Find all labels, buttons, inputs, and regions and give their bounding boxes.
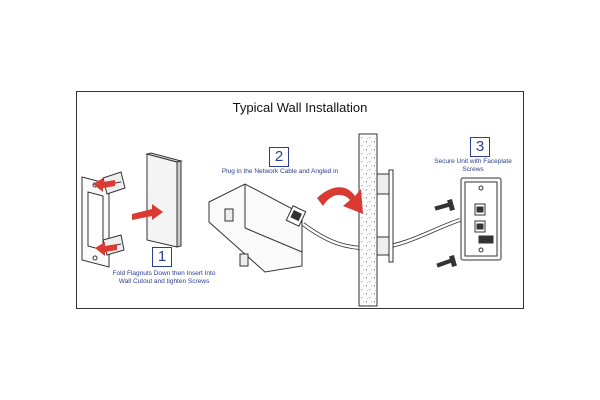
step1-illustration — [81, 152, 183, 268]
step-1-caption: Fold Flagnuts Down then Insert Into Wall… — [112, 270, 216, 285]
step-2-number: 2 — [269, 147, 289, 167]
wall-cross-section — [358, 133, 378, 307]
arrow-insert — [132, 204, 163, 220]
arrow-angle-in — [317, 187, 363, 214]
screw-bottom — [436, 255, 457, 268]
step3-illustration — [434, 177, 502, 268]
screw-top — [434, 199, 455, 211]
arrow-left-top — [93, 178, 115, 192]
installation-diagram: Typical Wall Installation — [76, 91, 524, 309]
step1-arrows — [93, 178, 163, 256]
arrow-left-bottom — [95, 242, 117, 256]
diagram-artwork — [81, 133, 502, 307]
label-block — [478, 235, 494, 244]
angled-plate — [208, 183, 303, 273]
wall-panel — [146, 153, 178, 248]
step-3-caption: Secure Unit with Faceplate Screws — [434, 158, 512, 173]
diagram-title: Typical Wall Installation — [232, 100, 368, 115]
step-2-caption: Plug in the Network Cable and Angled in — [221, 168, 339, 175]
step2-illustration — [208, 183, 461, 273]
step-3-number: 3 — [470, 137, 490, 157]
step-1-number: 1 — [152, 247, 172, 267]
wall-section — [358, 133, 394, 307]
